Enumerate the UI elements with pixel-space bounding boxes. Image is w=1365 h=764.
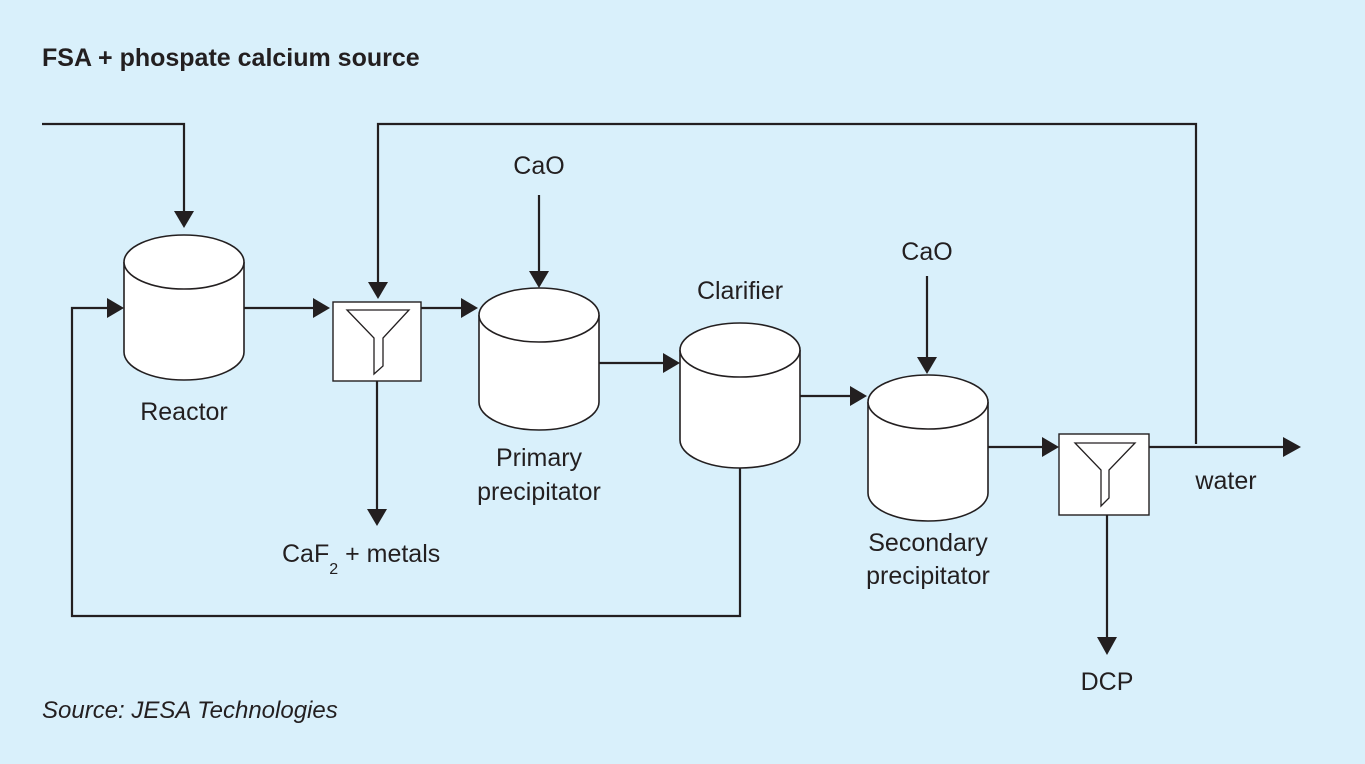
vessel-icon [123, 262, 245, 381]
water-label: water [1194, 467, 1256, 495]
funnel-filter-icon [1073, 442, 1137, 508]
filter1-inlet-arrow [313, 298, 330, 318]
primary-precipitator-label-line1: Primary [496, 444, 583, 472]
diagram-title: FSA + phospate calcium source [42, 44, 420, 72]
primary-precipitator-vessel [478, 287, 600, 431]
primary-inlet-arrow [461, 298, 478, 318]
source-note: Source: JESA Technologies [42, 697, 338, 724]
filter-2 [1058, 433, 1150, 516]
reactor-label: Reactor [140, 398, 228, 426]
filter2-inlet-arrow [1042, 437, 1059, 457]
dcp-arrow [1097, 637, 1117, 655]
reactor-vessel [123, 234, 245, 381]
filter1-top-arrow [368, 282, 388, 299]
cao-secondary-arrow [917, 357, 937, 374]
dcp-label: DCP [1081, 668, 1134, 696]
secondary-precipitator-vessel [867, 374, 989, 522]
secondary-inlet-arrow [850, 386, 867, 406]
caf2-arrow [367, 509, 387, 526]
reactor-recycle-arrow [107, 298, 124, 318]
caf2-label: CaF2 + metals [282, 540, 440, 578]
feed-arrow [174, 211, 194, 228]
cao-secondary-label: CaO [901, 238, 952, 266]
cao-primary-arrow [529, 271, 549, 288]
funnel-filter-icon [345, 309, 411, 376]
secondary-precipitator-label-line2: precipitator [866, 562, 990, 590]
clarifier-inlet-arrow [663, 353, 680, 373]
vessel-icon [679, 350, 801, 469]
feed-line [42, 122, 186, 212]
cao-primary-label: CaO [513, 152, 564, 180]
secondary-precipitator-label-line1: Secondary [868, 529, 988, 557]
primary-precipitator-label-line2: precipitator [477, 478, 601, 506]
vessel-icon [478, 315, 600, 431]
filter-1 [332, 301, 422, 382]
clarifier-vessel [679, 322, 801, 469]
water-arrow [1283, 437, 1301, 457]
clarifier-label: Clarifier [697, 277, 783, 305]
clarifier-recycle-line [70, 306, 742, 618]
vessel-icon [867, 402, 989, 522]
water-recycle-line [376, 122, 1198, 444]
